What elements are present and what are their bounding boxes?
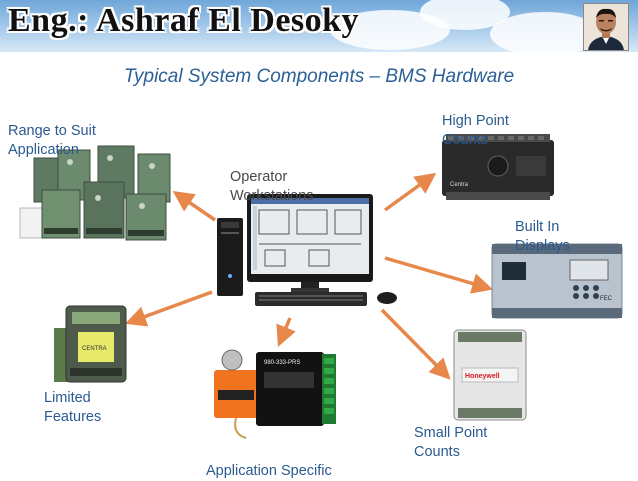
- slide-title: Typical System Components – BMS Hardware: [123, 66, 515, 87]
- label-operator-workstations: Operator Workstations: [230, 169, 314, 204]
- label-high-point-counts: High Point Counts: [442, 113, 509, 148]
- small-point-controller-image: Honeywell: [452, 328, 528, 422]
- label-limited-features: Limited Features: [44, 390, 102, 425]
- high-point-controller-image: Centra: [440, 130, 556, 206]
- cloud: [490, 12, 600, 52]
- arrow-built-in: [384, 256, 494, 294]
- arrow-limited: [125, 290, 213, 327]
- brand-centra-small: CENTRA: [82, 346, 107, 352]
- application-specific-controller-image: 980-333-PRS: [212, 346, 344, 444]
- label-range-to-suit: Range to Suit Application: [8, 123, 96, 158]
- brand-fec: FEC: [600, 296, 613, 302]
- author-name: Eng.: Ashraf El Desoky: [8, 2, 360, 39]
- brand-centra: Centra: [450, 182, 469, 188]
- controller-range-image: [14, 142, 176, 254]
- arrow-range: [172, 191, 216, 222]
- arrow-small-point: [380, 308, 451, 380]
- application-code: 980-333-PRS: [264, 360, 300, 366]
- arrow-high-point: [383, 172, 437, 212]
- arrow-application: [276, 317, 296, 347]
- label-built-in-displays: Built In Displays: [515, 219, 570, 254]
- built-in-display-controller-image: FEC: [488, 236, 626, 326]
- operator-workstation-image: [213, 192, 405, 312]
- label-application-specific: Application Specific: [206, 463, 332, 479]
- header-banner: Eng.: Ashraf El Desoky: [0, 0, 638, 52]
- author-portrait: [583, 3, 629, 51]
- limited-features-controller-image: CENTRA: [52, 300, 132, 388]
- brand-honeywell: Honeywell: [465, 373, 500, 380]
- label-small-point-counts: Small Point Counts: [414, 425, 488, 460]
